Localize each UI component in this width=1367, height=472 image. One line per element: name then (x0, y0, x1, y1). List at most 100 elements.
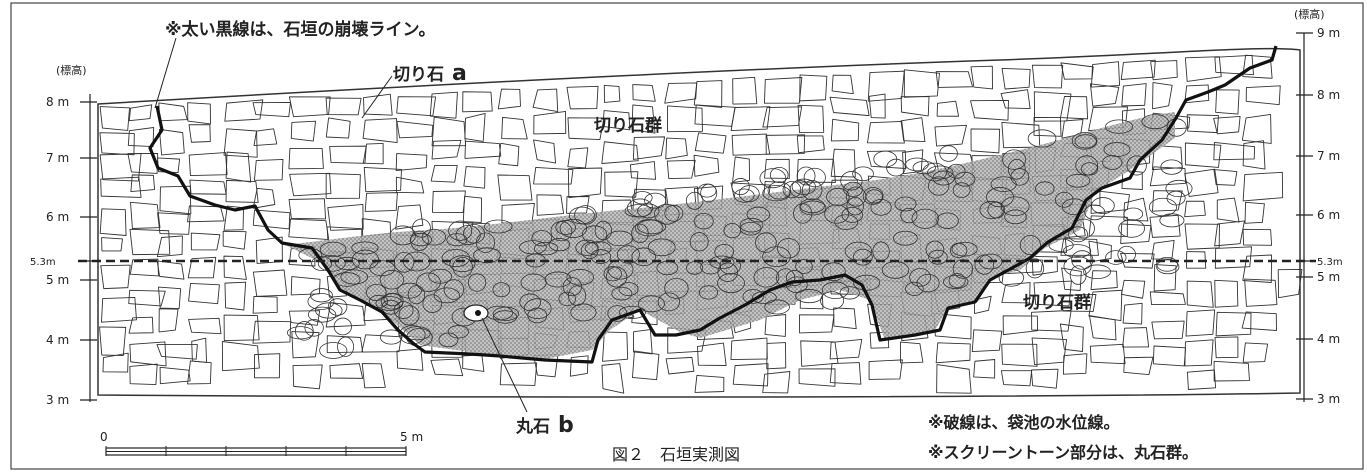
stone-outline (1059, 323, 1084, 352)
round-stone-outline (700, 183, 718, 203)
round-stone-outline (1000, 196, 1030, 217)
stone-outline (1214, 279, 1239, 308)
left-axis-title: (標高) (56, 63, 87, 77)
stone-outline (693, 154, 720, 177)
right-axis-tick-label: 5 m (1317, 270, 1340, 284)
round-stone-outline (1165, 179, 1193, 198)
stone-outline (567, 117, 605, 140)
round-stone-outline (333, 317, 352, 336)
stone-outline (464, 112, 486, 142)
round-stone-outline (742, 289, 764, 304)
stone-outline (288, 218, 330, 241)
round-stone-outline (821, 281, 849, 300)
stone-outline (1033, 280, 1072, 307)
round-stone-outline (1156, 259, 1180, 275)
stone-outline (934, 124, 967, 147)
stone-outline (1120, 223, 1152, 244)
stone-outline (1001, 67, 1031, 90)
stone-outline (602, 331, 629, 362)
stone-outline (1002, 315, 1039, 336)
round-stone-outline (916, 273, 940, 293)
round-stone-outline (1126, 155, 1147, 176)
right-axis-tick-label: 6 m (1317, 208, 1340, 222)
stone-outline (1088, 215, 1128, 237)
stone-outline (99, 132, 135, 156)
stone-outline (866, 150, 907, 169)
round-stone-outline (562, 277, 582, 297)
stone-outline (396, 96, 437, 117)
stone-outline (1242, 54, 1273, 79)
stone-outline (1245, 85, 1281, 106)
stone-outline (156, 344, 198, 360)
stone-outline (325, 117, 351, 139)
stone-outline (1121, 279, 1146, 299)
stone-outline (99, 106, 130, 131)
stone-outline (129, 363, 158, 386)
stone-outline (666, 159, 696, 180)
stone-outline (225, 179, 259, 203)
round-stone-outline (637, 295, 665, 313)
stone-outline (833, 307, 857, 330)
round-stone-outline (801, 179, 823, 201)
stone-outline (762, 371, 791, 394)
stone-outline (1214, 336, 1239, 359)
stone-outline (970, 65, 993, 90)
scale-bar-end: 5 m (400, 430, 423, 444)
round-stone-outline (746, 206, 771, 223)
stone-outline (766, 342, 787, 370)
round-stone-outline (527, 307, 548, 324)
round-stone-outline (767, 181, 792, 200)
stone-outline (631, 104, 656, 134)
round-stone-outline (791, 178, 816, 195)
stone-outline (830, 148, 856, 178)
round-stone-outline (865, 189, 883, 204)
round-stone-outline (632, 191, 653, 205)
stone-outline (1030, 368, 1059, 389)
round-stone-outline (905, 281, 924, 296)
stone-outline (1088, 240, 1112, 263)
label-cut-stone-group-lower: 切り石群 (1023, 292, 1091, 313)
stone-outline (129, 228, 171, 256)
round-stone-outline (463, 223, 486, 244)
round-stone-outline (909, 268, 932, 287)
stone-outline (569, 355, 589, 377)
stone-outline (497, 174, 533, 201)
stone-outline (798, 314, 835, 334)
round-stone-outline (1027, 129, 1057, 148)
round-stone-outline (375, 296, 404, 311)
stone-outline (536, 194, 565, 216)
stone-outline (223, 205, 244, 231)
round-stone-outline (317, 255, 346, 272)
round-stone-outline (448, 220, 473, 241)
stone-outline (1184, 200, 1206, 218)
stone-outline (1214, 220, 1245, 247)
round-stone-outline (764, 299, 790, 315)
stone-outline (187, 360, 212, 385)
round-stone-outline (1084, 204, 1106, 221)
round-stone-outline (664, 277, 689, 299)
stone-outline (1185, 309, 1216, 337)
stone-outline (1089, 315, 1117, 341)
round-stone-outline (925, 240, 945, 259)
round-stone-outline (685, 191, 704, 210)
stone-outline (1063, 353, 1088, 375)
stone-outline (1186, 369, 1217, 390)
stone-outline (159, 185, 192, 215)
stone-outline (188, 152, 228, 177)
stone-outline (127, 153, 159, 174)
round-stone-outline (826, 187, 850, 206)
stone-outline (464, 140, 502, 159)
stone-outline (532, 88, 559, 112)
stone-outline (497, 88, 521, 110)
round-stone-outline (447, 325, 469, 339)
round-stone-outline (397, 282, 422, 299)
round-stone-outline (799, 198, 825, 214)
stone-outline (128, 289, 166, 307)
stone-outline (1244, 278, 1278, 307)
round-stone-outline (409, 233, 433, 247)
stone-outline (100, 176, 142, 198)
stone-outline (158, 286, 182, 309)
round-stone-outline (979, 200, 1004, 220)
stone-outline (732, 156, 751, 183)
